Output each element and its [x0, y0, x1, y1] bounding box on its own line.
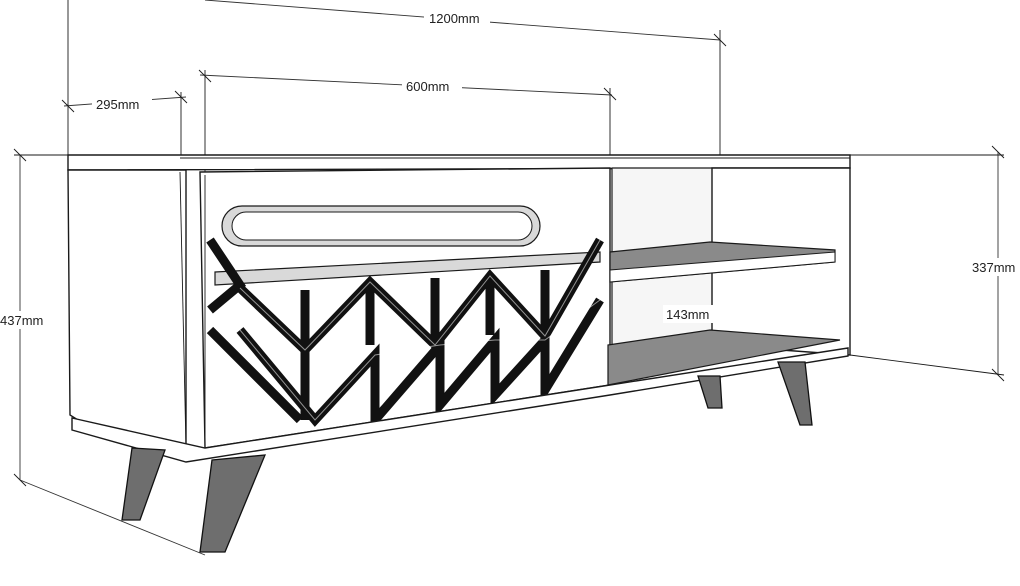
middle-shelf-edge: [609, 251, 836, 283]
chevron-highlight-top: [239, 239, 601, 351]
relief-rail: [214, 251, 601, 286]
body-height-tick-bottom: [991, 368, 1005, 382]
leg-front-right: [199, 454, 267, 553]
depth-tick-right: [174, 90, 188, 104]
body-height-tick-top: [991, 145, 1005, 159]
legs: [121, 361, 813, 553]
leg-back-middle: [697, 375, 723, 409]
label-bg-295: [92, 95, 152, 113]
left-side-edge: [179, 171, 187, 449]
left-side-panel: [67, 169, 187, 449]
height-tick-top: [13, 148, 27, 162]
label-total-width: 1200mm: [429, 11, 480, 26]
chevron-stroke-left-upper: [206, 237, 246, 314]
label-bg-337: [970, 258, 1020, 276]
dimension-labels: 1200mm 600mm 295mm 437mm 337mm 143mm: [0, 9, 1020, 329]
leg-back-right: [777, 361, 813, 426]
label-body-height: 337mm: [972, 260, 1015, 275]
label-bg-1200: [424, 9, 490, 27]
body-height-bottom-extension: [849, 354, 1005, 376]
height-tick-bottom: [13, 473, 27, 487]
cabinet: [67, 154, 851, 463]
chevron-pattern: [206, 237, 604, 433]
chevron-highlight-bottom: [239, 299, 601, 421]
depth-tick-left: [61, 99, 75, 113]
label-shelf-height: 143mm: [666, 307, 709, 322]
label-depth: 295mm: [96, 97, 139, 112]
label-bg-600: [402, 77, 462, 95]
label-drawer-width: 600mm: [406, 79, 449, 94]
label-bg-437: [0, 311, 50, 329]
height-bottom-extension: [19, 479, 206, 556]
drawer-tick-right: [603, 87, 617, 101]
drawer-tick-left: [198, 69, 212, 83]
bottom-shelf: [607, 329, 841, 386]
label-bg-143: [663, 305, 719, 323]
chevron-stroke-left-lower: [206, 326, 304, 424]
label-total-height: 437mm: [0, 313, 43, 328]
leg-front-left: [121, 447, 166, 521]
handle-slot-inner: [231, 211, 533, 241]
width-tick: [713, 33, 727, 47]
